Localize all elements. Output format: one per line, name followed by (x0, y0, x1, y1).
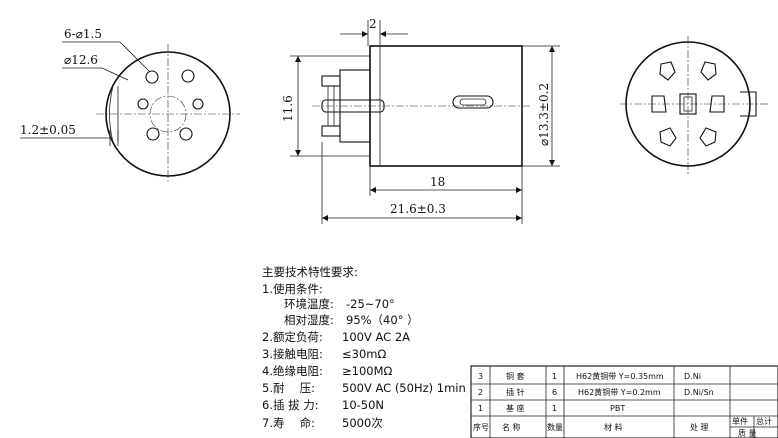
left-end-view: 6-⌀1.5 ⌀12.6 1.2±0.05 (20, 27, 240, 184)
arrow (549, 46, 555, 52)
table-cell: 插 针 (506, 387, 525, 397)
requirements-title: 主要技术特性要求: (262, 265, 358, 279)
pin-upper (321, 75, 341, 87)
right-diameter-label: ⌀13.3±0.2 (537, 83, 551, 146)
table-frame (470, 365, 778, 438)
header-cell: 数量 (547, 422, 563, 432)
slot-inner (459, 98, 487, 106)
req-label: 6.插 拔 力: (262, 398, 319, 412)
req-label: 2.额定负荷: (262, 330, 323, 344)
pin-hole (145, 70, 159, 84)
header-cell: 材 料 (604, 422, 623, 432)
contact (659, 127, 677, 147)
arrow (295, 56, 301, 62)
table-cell: 1 (552, 372, 557, 381)
header-cell: 序号 (473, 422, 489, 432)
side-tab (740, 91, 757, 117)
technical-requirements: 主要技术特性要求: 1.使用条件: 环境温度: -25~70° 相对湿度: 95… (262, 265, 466, 430)
arrow (549, 160, 555, 166)
table-cell: 铜 套 (506, 371, 525, 381)
center-socket (679, 93, 697, 115)
side-view: 2 11.6 ⌀13.3±0.2 18 21.6±0.3 (281, 17, 560, 224)
header-cell: 质 量 (738, 428, 757, 438)
dia-leader (101, 67, 129, 81)
header-cell: 总计 (756, 416, 772, 426)
table-cell: H62黄铜带 Y=0.35mm (576, 371, 664, 381)
req-value: -25~70° (346, 297, 395, 311)
total-length-label: 21.6±0.3 (390, 202, 446, 216)
req-label: 4.绝缘电阻: (262, 364, 323, 378)
req-label: 5.耐 压: (262, 381, 315, 395)
pin-hole (192, 98, 204, 110)
contact (699, 127, 717, 147)
contact (651, 95, 667, 113)
arrow (362, 31, 368, 37)
arrow (380, 31, 386, 37)
req-value: 100V AC 2A (342, 330, 410, 344)
req-label: 相对湿度: (284, 313, 334, 327)
arrow (370, 187, 376, 193)
table-cell: 1 (478, 404, 483, 413)
arrow (516, 187, 522, 193)
arrow (516, 215, 522, 221)
pin-hole (181, 69, 195, 83)
pin-hole (179, 127, 193, 141)
table-cell: PBT (610, 404, 625, 413)
pin-hole (146, 127, 160, 141)
table-cell: 3 (478, 372, 483, 381)
flat-label: 1.2±0.05 (20, 123, 76, 137)
table-cell: 2 (478, 388, 483, 397)
req-label: 7.寿 命: (262, 416, 315, 430)
table-cell: 6 (552, 388, 557, 397)
table-cell: D.Ni/Sn (684, 388, 714, 397)
inner-length-label: 18 (430, 175, 445, 189)
req-value: ≤30mΩ (342, 347, 386, 361)
arrow (295, 150, 301, 156)
req-value: ≥100MΩ (342, 364, 393, 378)
req-label: 3.接触电阻: (262, 347, 323, 361)
contact (709, 95, 725, 113)
header-cell: 单件 (732, 416, 748, 426)
diameter-label: ⌀12.6 (64, 53, 98, 67)
req-value: 5000次 (342, 416, 383, 430)
req-label: 环境温度: (284, 297, 334, 311)
table-cell: D.Ni (684, 372, 701, 381)
parts-table: 3 铜 套 1 H62黄铜带 Y=0.35mm D.Ni 2 插 针 6 H62… (470, 365, 778, 438)
center-socket-inner (683, 96, 693, 112)
req-value: 500V AC (50Hz) 1min (342, 381, 466, 395)
pin-lower (321, 125, 341, 137)
left-height-label: 11.6 (281, 95, 295, 122)
req-label: 1.使用条件: (262, 282, 323, 296)
hole-leader (119, 41, 151, 73)
contact (659, 61, 676, 81)
arrow (322, 215, 328, 221)
pin-hole (137, 98, 149, 110)
right-end-view (620, 36, 770, 174)
header-cell: 名 称 (502, 422, 521, 432)
header-cell: 处 理 (690, 422, 709, 432)
top-dim-label: 2 (369, 17, 377, 31)
flat-edge (109, 85, 114, 143)
table-cell: 基 座 (506, 403, 525, 413)
req-value: 95%（40° ） (346, 313, 419, 327)
table-cell: 1 (552, 404, 557, 413)
slot (452, 95, 494, 109)
contact (700, 61, 717, 81)
table-cell: H62黄铜带 Y=0.2mm (578, 387, 661, 397)
hole-spec-label: 6-⌀1.5 (64, 27, 102, 41)
req-value: 10-50N (342, 398, 384, 412)
